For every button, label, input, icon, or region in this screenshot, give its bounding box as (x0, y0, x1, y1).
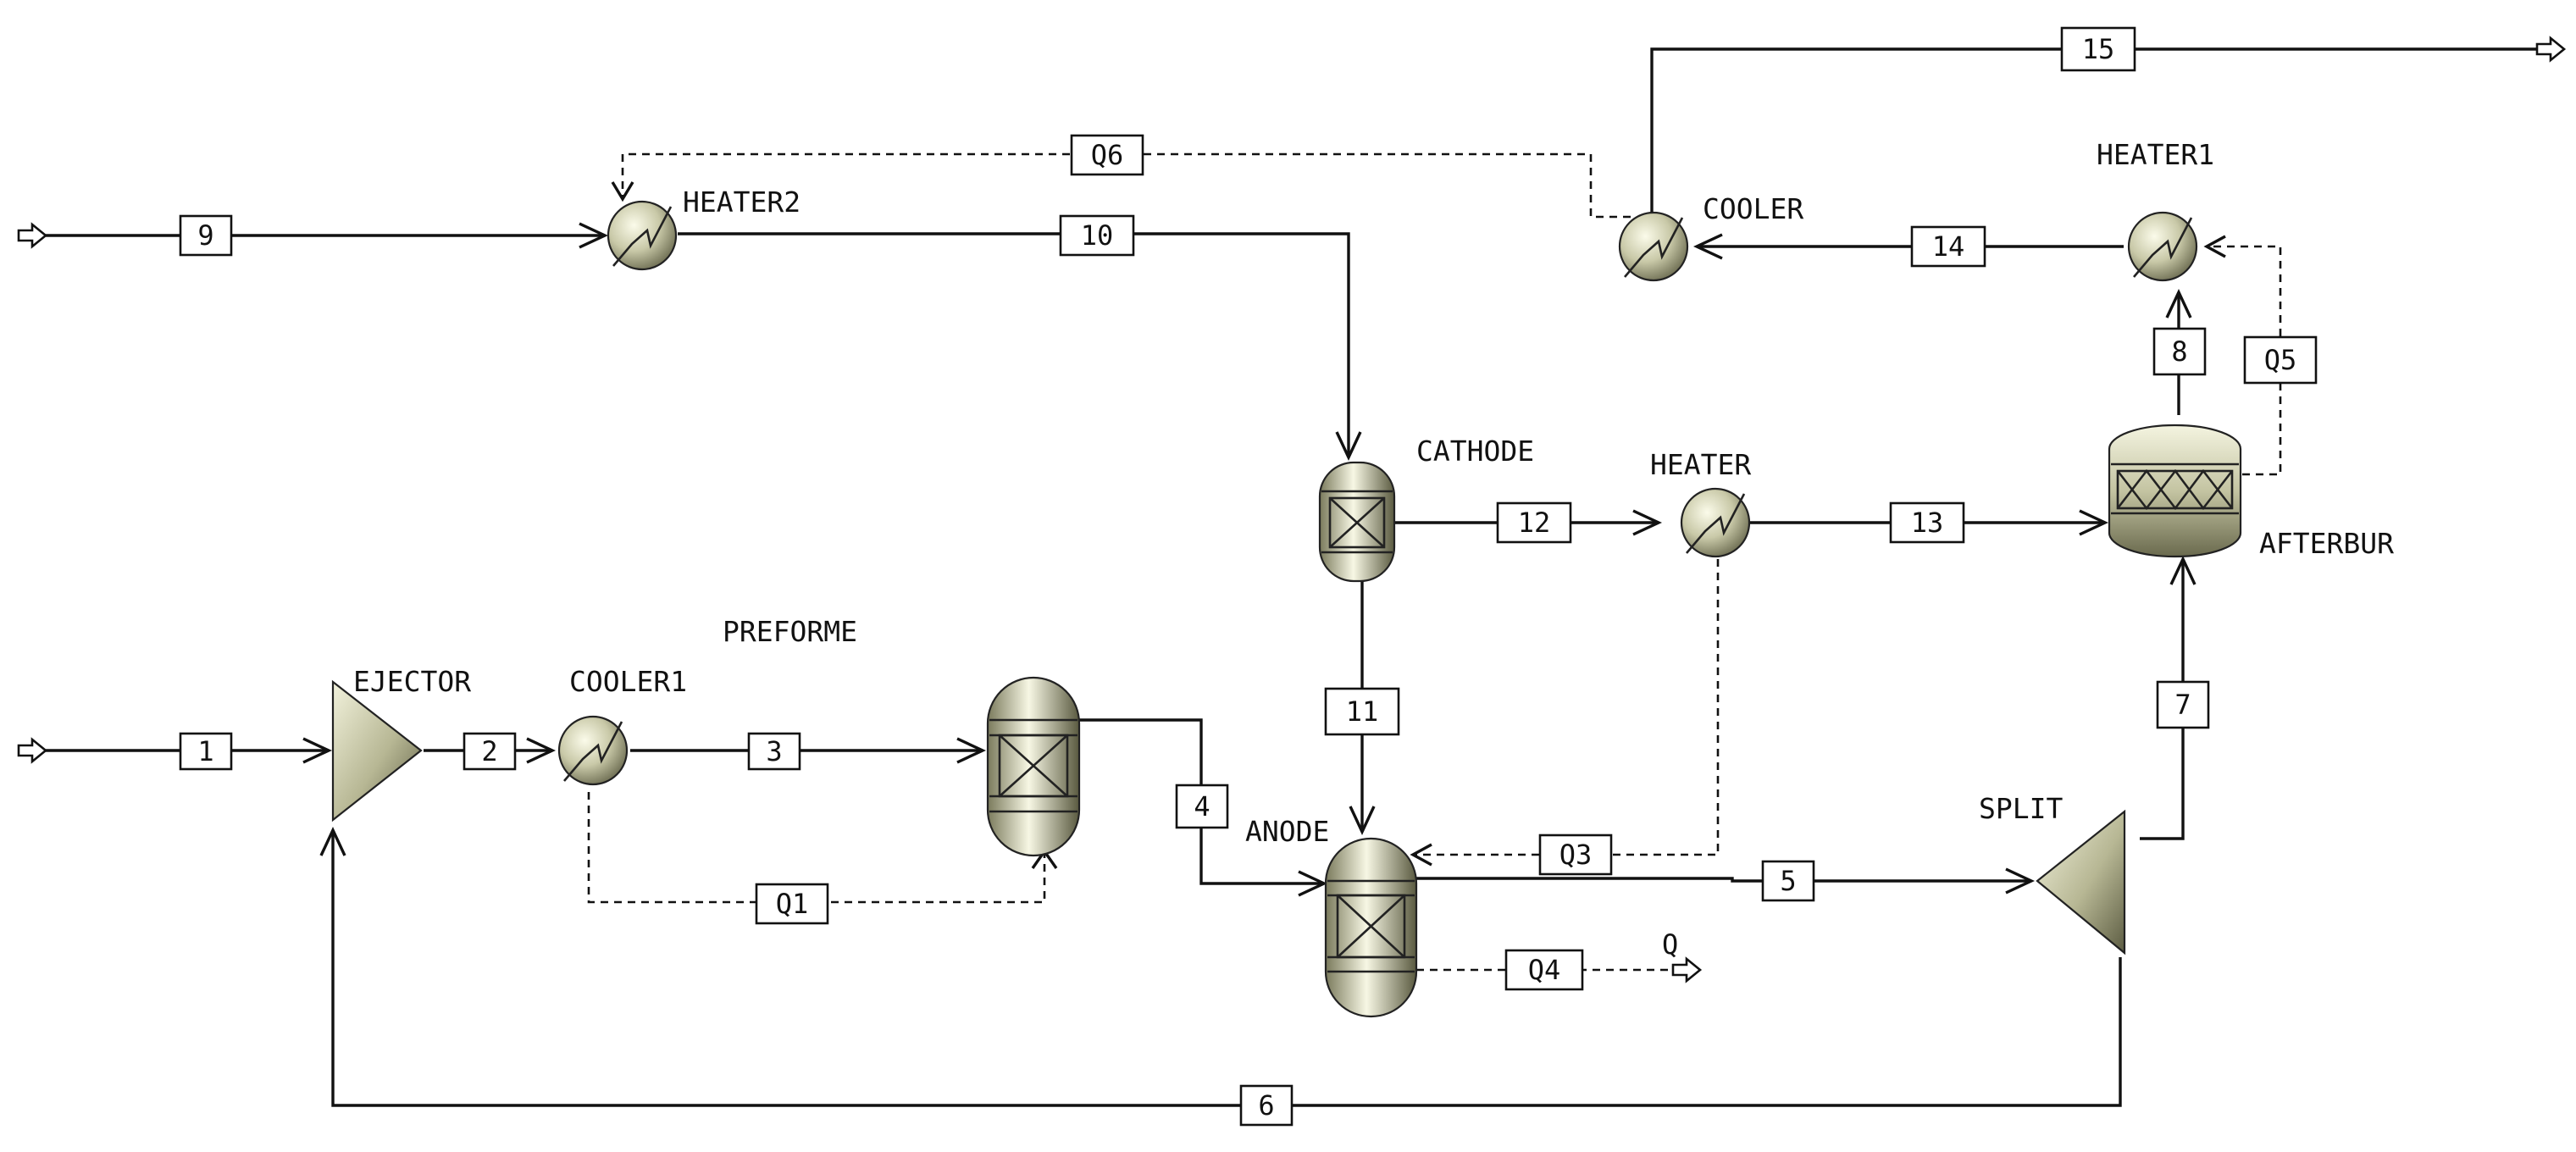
stream-5-line[interactable] (1416, 877, 2031, 883)
cooler-label: COOLER (1703, 192, 1803, 225)
cooler1-icon[interactable] (557, 715, 629, 786)
preforme-reactor-icon[interactable] (986, 676, 1081, 857)
heater1-label: HEATER1 (2097, 138, 2214, 171)
product-15-port-icon[interactable] (2535, 36, 2567, 63)
stream-6-line[interactable] (331, 830, 2122, 1107)
stream-7-line[interactable] (2140, 559, 2185, 840)
svg-text:Q6: Q6 (1091, 139, 1124, 171)
heater-label: HEATER (1650, 448, 1751, 481)
afterbur-label: AFTERBUR (2259, 527, 2394, 560)
stream-2-label[interactable]: 2 (463, 732, 517, 771)
svg-text:4: 4 (1194, 790, 1210, 822)
svg-text:11: 11 (1346, 695, 1379, 728)
heat-q1-label[interactable]: Q1 (755, 883, 829, 925)
svg-text:10: 10 (1081, 219, 1114, 252)
split-label: SPLIT (1979, 792, 2063, 825)
svg-text:9: 9 (197, 219, 213, 252)
feed-9-port-icon[interactable] (17, 222, 48, 249)
heat-q6-label[interactable]: Q6 (1070, 134, 1144, 176)
cooler1-label: COOLER1 (569, 665, 687, 698)
stream-11-label[interactable]: 11 (1324, 687, 1400, 736)
svg-text:Q5: Q5 (2264, 344, 2297, 376)
svg-text:7: 7 (2174, 689, 2191, 721)
preforme-label: PREFORME (723, 615, 857, 648)
heater2-icon[interactable] (607, 200, 678, 271)
heat-q1-line[interactable] (587, 792, 1046, 904)
svg-text:8: 8 (2171, 335, 2187, 368)
stream-7-label[interactable]: 7 (2156, 680, 2210, 729)
heater2-label: HEATER2 (683, 186, 800, 219)
svg-text:Q1: Q1 (776, 888, 809, 920)
stream-1-label[interactable]: 1 (179, 732, 233, 771)
stream-15-label[interactable]: 15 (2060, 26, 2136, 72)
ejector-label: EJECTOR (353, 665, 471, 698)
stream-4-label[interactable]: 4 (1175, 784, 1229, 829)
svg-text:Q3: Q3 (1559, 839, 1593, 871)
svg-text:13: 13 (1911, 507, 1944, 539)
stream-5-label[interactable]: 5 (1761, 860, 1815, 902)
heat-q3-line[interactable] (1413, 559, 1720, 856)
cathode-reactor-icon[interactable] (1318, 461, 1396, 583)
stream-arrowheads (302, 181, 2226, 897)
stream-15-line[interactable] (1650, 47, 2537, 222)
heat-q6-line[interactable] (621, 152, 1631, 219)
heater1-icon[interactable] (2127, 211, 2198, 282)
svg-text:15: 15 (2082, 33, 2115, 65)
svg-text:14: 14 (1932, 230, 1965, 263)
stream-9-label[interactable]: 9 (179, 214, 233, 257)
anode-reactor-icon[interactable] (1324, 837, 1418, 1018)
stream-8-label[interactable]: 8 (2152, 327, 2207, 376)
material-stream-lines (46, 47, 2537, 1107)
stream-10-label[interactable]: 10 (1059, 214, 1135, 257)
heat-q4-label[interactable]: Q4 (1504, 949, 1584, 991)
heat-q-port-icon[interactable] (1671, 956, 1703, 983)
feed-1-port-icon[interactable] (17, 737, 48, 764)
cooler-icon[interactable] (1618, 211, 1689, 282)
svg-text:6: 6 (1258, 1089, 1274, 1122)
heater-icon[interactable] (1680, 487, 1751, 558)
heat-q5-label[interactable]: Q5 (2243, 335, 2318, 385)
heat-q3-label[interactable]: Q3 (1538, 834, 1613, 876)
afterburner-icon[interactable] (2108, 424, 2242, 558)
svg-text:3: 3 (766, 735, 782, 767)
heat-q-product-label: Q (1662, 928, 1678, 961)
heat-stream-lines (587, 152, 2282, 972)
stream-12-label[interactable]: 12 (1496, 501, 1572, 544)
anode-label: ANODE (1245, 815, 1329, 848)
svg-text:1: 1 (197, 735, 213, 767)
svg-text:5: 5 (1780, 865, 1796, 897)
heat-stream-labels: Q1 Q3 Q4 Q5 Q6 Q (755, 134, 2318, 991)
port-arrows (17, 36, 2567, 983)
svg-text:12: 12 (1518, 507, 1551, 539)
block-labels: EJECTOR COOLER1 PREFORME HEATER2 CATHODE… (353, 138, 2394, 848)
stream-3-label[interactable]: 3 (747, 732, 801, 771)
cathode-label: CATHODE (1416, 435, 1534, 468)
stream-13-label[interactable]: 13 (1889, 501, 1965, 544)
stream-6-label[interactable]: 6 (1239, 1084, 1294, 1127)
stream-14-label[interactable]: 14 (1910, 225, 1986, 268)
split-icon[interactable] (2036, 809, 2126, 955)
stream-10-line[interactable] (678, 232, 1350, 457)
ejector-icon[interactable] (331, 679, 423, 822)
stream-labels: 1 2 3 4 5 6 7 8 (179, 26, 2210, 1127)
svg-text:Q4: Q4 (1528, 954, 1561, 986)
svg-text:2: 2 (481, 735, 497, 767)
